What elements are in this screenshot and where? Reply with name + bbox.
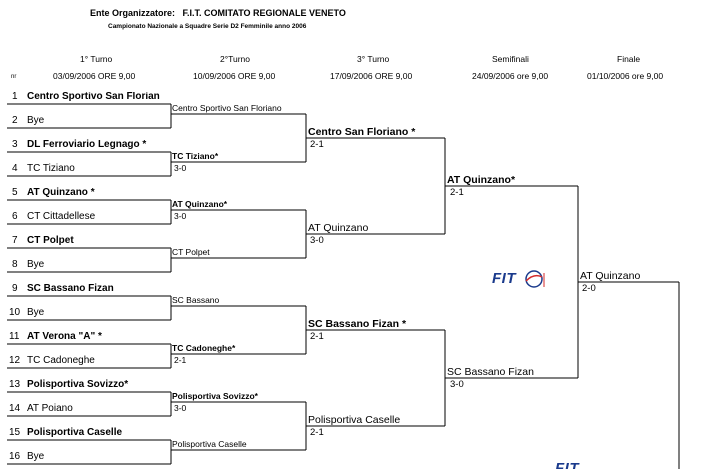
nr-16: 16 [9,451,21,462]
team-r3-2: AT Quinzano [308,222,369,234]
round-heading-4: Semifinali [492,54,529,64]
subtitle: Campionato Nazionale a Squadre Serie D2 … [108,23,307,30]
team-r2-4: CT Polpet [172,247,210,257]
team-r2-8: Polisportiva Caselle [172,439,247,449]
team-r2-7: Polisportiva Sovizzo* [172,391,258,401]
score-sf-2: 3-0 [450,379,464,390]
team-r3-1: Centro San Floriano * [308,126,416,138]
nr-5: 5 [12,187,18,198]
team-r1-9: SC Bassano Fizan [27,283,114,294]
nr-9: 9 [12,283,18,294]
nr-7: 7 [12,235,18,246]
team-r1-13: Polisportiva Sovizzo* [27,379,129,390]
round-heading-3: 3° Turno [357,54,390,64]
team-r3-3: SC Bassano Fizan * [308,318,407,330]
nr-3: 3 [12,139,18,150]
round-date-1: 03/09/2006 ORE 9,00 [53,71,136,81]
team-r1-15: Polisportiva Caselle [27,427,123,438]
score-r2-3: 3-0 [174,211,187,221]
nr-6: 6 [12,211,18,222]
score-r3-1: 2-1 [310,139,324,150]
nr-13: 13 [9,379,21,390]
fit-logo-icon-bottom: FIT [555,460,579,469]
round-date-4: 24/09/2006 ore 9,00 [472,71,549,81]
nr-2: 2 [12,115,18,126]
team-r1-12: TC Cadoneghe [27,355,95,366]
nr-14: 14 [9,403,21,414]
nr-1: 1 [12,91,18,102]
nr-4: 4 [12,163,18,174]
team-sf-1: AT Quinzano* [447,174,516,186]
team-r1-2: Bye [27,115,45,126]
round-date-5: 01/10/2006 ore 9,00 [587,71,664,81]
team-r2-2: TC Tiziano* [172,151,219,161]
round-heading-1: 1° Turno [80,54,113,64]
nr-10: 10 [9,307,21,318]
team-r1-14: AT Poiano [27,403,73,414]
score-r3-3: 2-1 [310,331,324,342]
round-date-3: 17/09/2006 ORE 9,00 [330,71,413,81]
team-sf-2: SC Bassano Fizan [447,366,534,378]
team-r2-5: SC Bassano [172,295,220,305]
nr-15: 15 [9,427,21,438]
team-r1-3: DL Ferroviario Legnago * [27,139,147,150]
round-heading-5: Finale [617,54,641,64]
fit-logo-icon: FIT [492,270,550,290]
score-r3-2: 3-0 [310,235,324,246]
team-final: AT Quinzano [580,270,641,282]
team-r1-6: CT Cittadellese [27,211,96,222]
score-r2-6: 2-1 [174,355,187,365]
team-r1-4: TC Tiziano [27,163,75,174]
round-date-2: 10/09/2006 ORE 9,00 [193,71,276,81]
score-sf-1: 2-1 [450,187,464,198]
team-r3-4: Polisportiva Caselle [308,414,401,426]
team-r1-16: Bye [27,451,45,462]
team-r1-10: Bye [27,307,45,318]
nr-8: 8 [12,259,18,270]
nr-11: 11 [9,331,20,342]
team-r2-3: AT Quinzano* [172,199,228,209]
round-heading-2: 2°Turno [220,54,251,64]
score-r2-2: 3-0 [174,163,187,173]
score-r3-4: 2-1 [310,427,324,438]
team-r1-5: AT Quinzano * [27,187,95,198]
score-r2-7: 3-0 [174,403,187,413]
team-r1-11: AT Verona "A" * [27,331,102,342]
team-r1-1: Centro Sportivo San Florian [27,92,160,102]
team-r1-8: Bye [27,259,45,270]
organizer-label: Ente Organizzatore: [90,8,176,18]
team-r2-1: Centro Sportivo San Floriano [172,103,282,113]
team-r1-7: CT Polpet [27,235,74,246]
organizer-name: F.I.T. COMITATO REGIONALE VENETO [182,8,346,18]
score-final: 2-0 [582,283,596,294]
nr-heading: nr [11,74,17,80]
nr-12: 12 [9,355,21,366]
team-r2-6: TC Cadoneghe* [172,343,236,353]
